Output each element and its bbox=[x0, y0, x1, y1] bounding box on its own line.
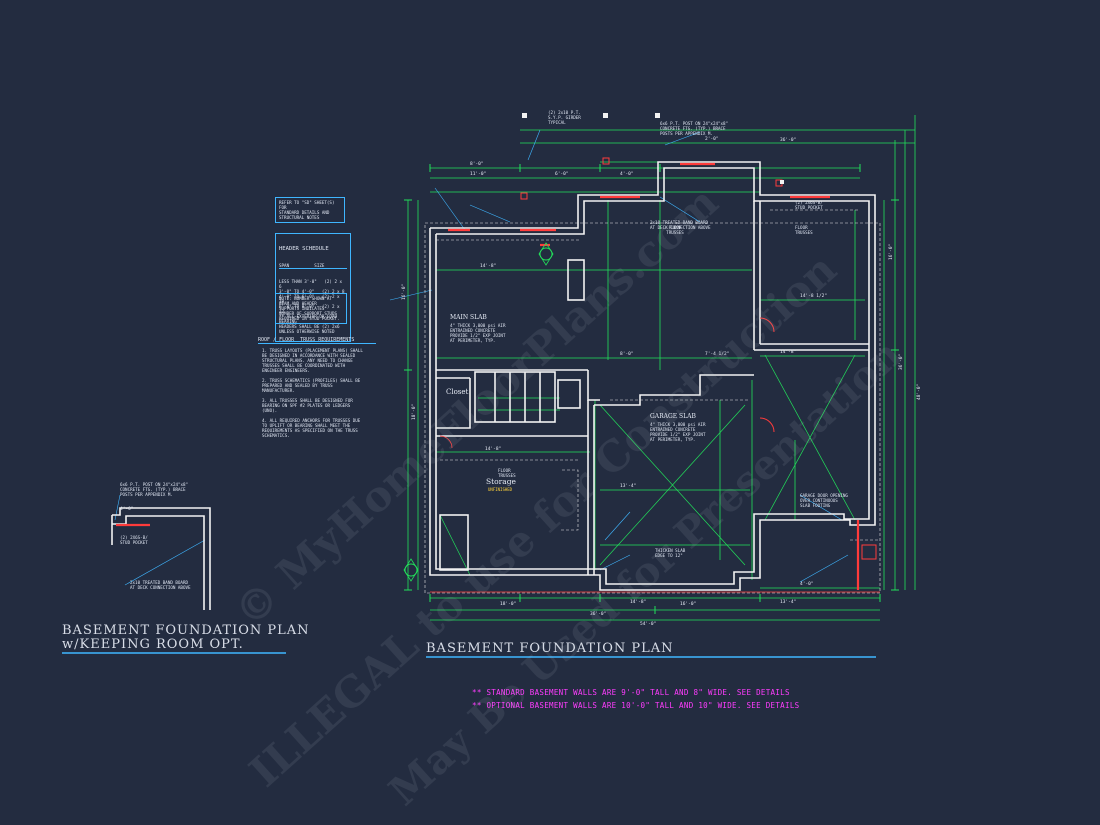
garage-door-label: GARAGE DOOR OPENING OVER CONTINUOUS SLAB… bbox=[800, 493, 848, 508]
option-title-line1: BASEMENT FOUNDATION PLAN bbox=[62, 623, 310, 638]
dim-d8: 4'-0" bbox=[620, 171, 634, 177]
room-storage: Storage bbox=[486, 477, 517, 486]
header-schedule-box: HEADER SCHEDULE SPAN SIZE LESS THAN 3'-0… bbox=[275, 233, 351, 342]
room-closet: Closet bbox=[446, 388, 469, 396]
dim-d3: 16'-0" bbox=[680, 601, 696, 607]
dim-d14c: 14'-8" bbox=[780, 349, 796, 355]
standard-walls-note: ** STANDARD BASEMENT WALLS ARE 9'-0" TAL… bbox=[472, 688, 790, 697]
dim-d6: 8'-0" bbox=[470, 161, 484, 167]
room-labels: Closet Storage UNFINISHED MAIN SLAB GARA… bbox=[446, 314, 696, 492]
stud-note-box: NOTE: NUMBER SHOWN AT BEAM AND HEADER SU… bbox=[275, 293, 347, 324]
dim-left-small: 4'-0" bbox=[120, 506, 134, 512]
room-main-slab: MAIN SLAB bbox=[450, 314, 487, 321]
thickened-slab-label: THICKEN SLAB EDGE TO 12" bbox=[655, 548, 686, 558]
header-schedule-columns: SPAN SIZE bbox=[279, 263, 347, 269]
dim-d6b: 8'-0" bbox=[620, 351, 634, 357]
header-schedule-rows: LESS THAN 3'-0" (2) 2 x 6 3'-0" TO 4'-0"… bbox=[279, 279, 345, 334]
truss-requirements-title: ROOF / FLOOR TRUSS REQUIREMENTS bbox=[258, 338, 376, 344]
dim-d9: 2'-0" bbox=[705, 136, 719, 142]
dim-right-total: 48'-0" bbox=[916, 384, 922, 400]
floor-trusses-label-3: FLOOR TRUSSES bbox=[498, 468, 516, 478]
dim-d1: 36'-0" bbox=[590, 611, 606, 617]
section-markers bbox=[403, 242, 775, 582]
dim-d11: 7'-4 1/2" bbox=[705, 351, 729, 357]
dim-d12: 14'-8 1/2" bbox=[800, 293, 827, 299]
dim-d14b: 14'-8" bbox=[485, 446, 501, 452]
dim-overall-width: 54'-0" bbox=[640, 621, 656, 627]
dim-left-1: 18'-0" bbox=[411, 404, 417, 420]
garage-slab-spec: 4" THICK 3,000 psi AIR ENTRAINED CONCRET… bbox=[650, 422, 706, 442]
main-plan-title: BASEMENT FOUNDATION PLAN bbox=[426, 641, 674, 656]
diagonal-span-lines bbox=[439, 354, 856, 576]
floor-trusses-label-2: FLOOR TRUSSES bbox=[666, 225, 684, 235]
dimension-lines bbox=[404, 115, 916, 621]
stud-pocket-label-left: (2) 2X6S-B/ STUD POCKET bbox=[120, 535, 148, 545]
room-storage-status: UNFINISHED bbox=[488, 487, 513, 492]
dim-d2: 18'-0" bbox=[500, 601, 516, 607]
option-title-line2: w/KEEPING ROOM OPT. bbox=[62, 637, 244, 652]
band-board-label-left: 2x10 TREATED BAND BOARD AT DECK CONNECTI… bbox=[130, 580, 191, 590]
refer-notes-box: REFER TO "SD" SHEET(S) FOR STANDARD DETA… bbox=[275, 197, 345, 223]
girder-label: (2) 2x10 P.T. S.Y.P. GIRDER TYPICAL bbox=[548, 110, 581, 125]
dimension-labels: 54'-0" 36'-0" 18'-0" 16'-0" 14'-8" 13'-4… bbox=[120, 136, 922, 627]
dim-right-2: 36'-0" bbox=[898, 354, 904, 370]
header-schedule-title: HEADER SCHEDULE bbox=[279, 246, 329, 252]
post-markers bbox=[522, 113, 784, 184]
dim-d8b: 4'-0" bbox=[800, 581, 814, 587]
dim-d4: 14'-8" bbox=[630, 599, 646, 605]
room-garage-slab: GARAGE SLAB bbox=[650, 413, 696, 420]
foundation-walls bbox=[111, 161, 876, 610]
dim-d10: 11'-0" bbox=[470, 171, 486, 177]
floor-trusses-label: FLOOR TRUSSES bbox=[795, 225, 813, 235]
post-label-left: 6x6 P.T. POST ON 24"x24"x8" CONCRETE FTG… bbox=[120, 482, 189, 497]
dim-d14: 14'-8" bbox=[480, 263, 496, 269]
dim-d1b: 36'-0" bbox=[780, 137, 796, 143]
dim-d5: 13'-4" bbox=[780, 599, 796, 605]
stud-pocket-label: (2) 2X6S-B/ STUD POCKET bbox=[795, 200, 823, 210]
truss-requirements-list: 1. TRUSS LAYOUTS (PLACEMENT PLANS) SHALL… bbox=[262, 348, 363, 438]
dim-d5b: 13'-4" bbox=[620, 483, 636, 489]
dim-right-3: 16'-0" bbox=[888, 244, 894, 260]
option-plan-title: BASEMENT FOUNDATION PLAN w/KEEPING ROOM … bbox=[62, 624, 310, 652]
header-beams bbox=[116, 162, 880, 593]
optional-walls-note: ** OPTIONAL BASEMENT WALLS ARE 10'-0" TA… bbox=[472, 701, 800, 710]
main-slab-spec: 4" THICK 3,000 psi AIR ENTRAINED CONCRET… bbox=[450, 323, 506, 343]
band-board-label: 2x10 TREATED BAND BOARD AT DECK CONNECTI… bbox=[650, 220, 711, 230]
footing-dashed-lines bbox=[424, 209, 881, 594]
dim-d7: 6'-0" bbox=[555, 171, 569, 177]
dim-left-2: 16'-0" bbox=[401, 284, 407, 300]
post-label: 6x6 P.T. POST ON 24"x24"x8" CONCRETE FTG… bbox=[660, 121, 729, 136]
